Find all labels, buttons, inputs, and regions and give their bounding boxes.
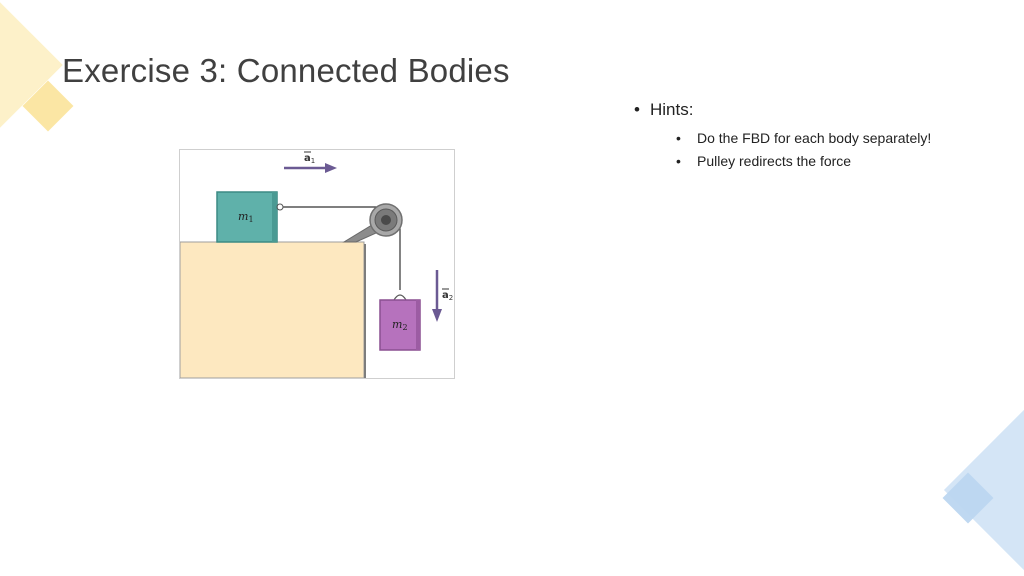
table bbox=[180, 241, 365, 378]
label-a2-letter: a bbox=[442, 290, 449, 301]
block-m1-shade bbox=[272, 192, 277, 242]
slide-title: Exercise 3: Connected Bodies bbox=[62, 52, 510, 89]
block-m2 bbox=[379, 299, 421, 351]
decorative-blue-diamond bbox=[943, 383, 1024, 576]
bullet-icon: • bbox=[676, 152, 681, 169]
label-a1-letter: a bbox=[304, 153, 311, 164]
label-a1-sub: 1 bbox=[311, 157, 315, 165]
label-m1-letter: m bbox=[238, 210, 248, 223]
label-m1: m1 bbox=[238, 210, 254, 224]
hints-heading: Hints: bbox=[650, 100, 694, 119]
label-a2-sub: 2 bbox=[449, 294, 453, 302]
hint-item: • Pulley redirects the force bbox=[676, 149, 1004, 172]
pulley-diagram: m1 m2 a1 a2 bbox=[180, 151, 453, 378]
label-a1: a1 bbox=[304, 153, 315, 165]
label-m1-sub: 1 bbox=[248, 215, 253, 224]
arrow-a1-head bbox=[325, 163, 337, 173]
label-m2-sub: 2 bbox=[402, 323, 407, 332]
hints-panel: • Hints: • Do the FBD for each body sepa… bbox=[634, 98, 1004, 172]
hints-list: • Do the FBD for each body separately! •… bbox=[634, 126, 1004, 172]
block-m2-hook bbox=[393, 294, 407, 301]
label-m2-letter: m bbox=[392, 318, 402, 331]
bullet-icon: • bbox=[676, 129, 681, 146]
label-a2: a2 bbox=[442, 290, 453, 302]
arrow-a2-head bbox=[432, 309, 442, 322]
hints-heading-row: • Hints: bbox=[634, 98, 1004, 122]
block-m1 bbox=[216, 191, 278, 243]
connected-bodies-figure: m1 m2 a1 a2 bbox=[179, 149, 455, 379]
block-m2-shade bbox=[416, 300, 420, 350]
pulley-axle bbox=[381, 215, 391, 225]
hint-item-text: Do the FBD for each body separately! bbox=[697, 129, 932, 146]
hint-item: • Do the FBD for each body separately! bbox=[676, 126, 1004, 149]
bullet-icon: • bbox=[634, 100, 640, 119]
label-m2: m2 bbox=[392, 318, 408, 332]
block-m1-hook bbox=[276, 203, 284, 211]
hint-item-text: Pulley redirects the force bbox=[697, 152, 852, 169]
